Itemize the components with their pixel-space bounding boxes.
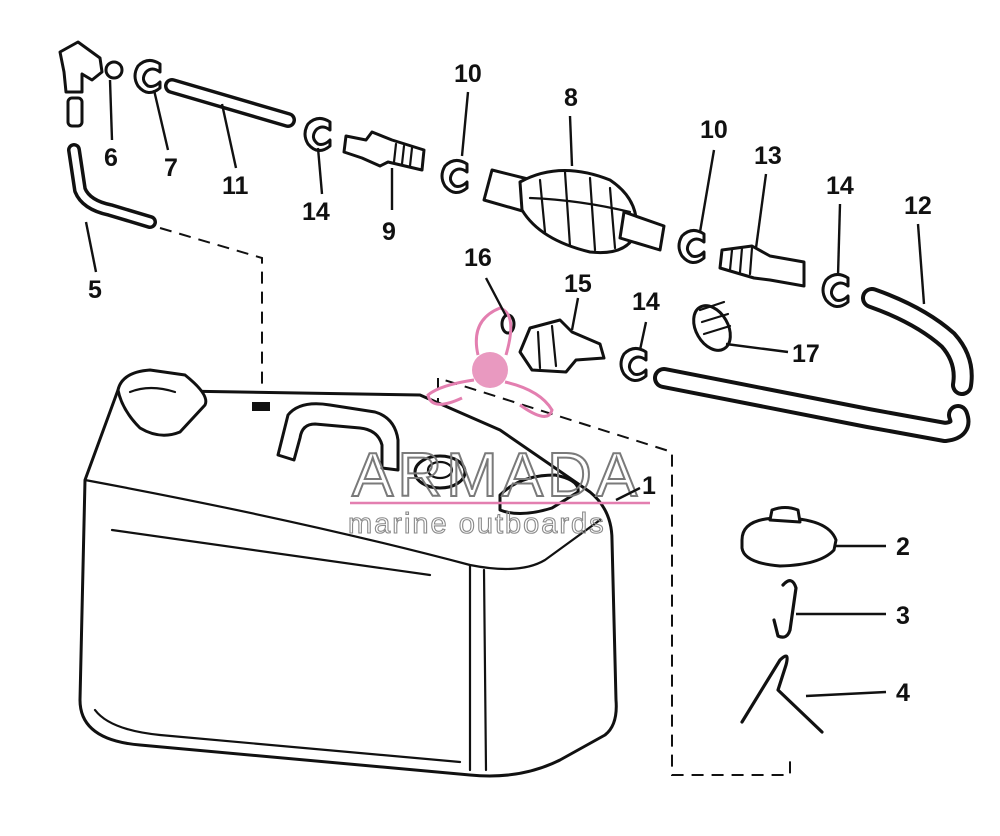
callout-14-lower: 14	[632, 288, 660, 316]
callout-6: 6	[104, 144, 118, 172]
callout-2: 2	[896, 533, 910, 561]
hose-clamp-part-17	[692, 300, 732, 352]
armada-watermark: ARMADA marine outboards	[347, 306, 650, 541]
connector-part-9	[342, 130, 426, 172]
callout-8: 8	[564, 84, 578, 112]
clamp-part-7	[133, 59, 162, 94]
hook-part-3	[772, 579, 798, 639]
callout-17: 17	[792, 340, 820, 368]
primer-bulb-part-8	[482, 168, 666, 255]
callout-10-right: 10	[700, 116, 728, 144]
callout-12: 12	[904, 192, 932, 220]
spring-clip-part-4	[740, 654, 824, 734]
callout-4: 4	[896, 679, 910, 707]
callout-14-right: 14	[826, 172, 854, 200]
callout-13: 13	[754, 142, 782, 170]
callout-7: 7	[164, 154, 178, 182]
hose-part-12	[653, 287, 974, 443]
callout-5: 5	[88, 276, 102, 304]
callout-11: 11	[222, 172, 249, 200]
callout-15: 15	[564, 270, 592, 298]
clamp-part-14-right	[821, 273, 850, 308]
callout-3: 3	[896, 602, 910, 630]
filler-cap-part-2	[740, 506, 838, 568]
callout-16: 16	[464, 244, 492, 272]
assembly-dash-lines	[159, 227, 791, 776]
clamp-part-10-left	[440, 159, 469, 194]
pickup-tube-part-5	[66, 96, 157, 229]
connector-part-13	[718, 244, 806, 288]
hose-part-11	[164, 78, 296, 128]
callout-1: 1	[642, 472, 656, 500]
callout-9: 9	[382, 218, 396, 246]
connector-part-15	[518, 318, 606, 374]
callout-labels: 1 2 3 4 5 6 7 11 14 9 10 8 10 13 14 12 1…	[88, 60, 932, 707]
elbow-fitting-part-6	[58, 40, 124, 94]
callout-14-left: 14	[302, 198, 330, 226]
clamp-part-10-right	[677, 229, 706, 264]
clamp-part-14-left	[303, 117, 332, 152]
callout-10-left: 10	[454, 60, 482, 88]
clamp-part-14-lower	[619, 347, 648, 382]
fuel-tank-part-1	[78, 368, 618, 778]
watermark-brand: ARMADA	[352, 441, 641, 510]
leader-lines	[84, 79, 926, 698]
propeller-logo-icon	[426, 306, 554, 418]
watermark-tagline: marine outboards	[348, 508, 606, 540]
